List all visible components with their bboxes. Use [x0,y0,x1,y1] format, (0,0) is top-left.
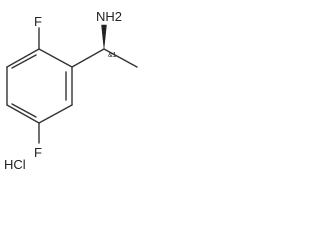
fluorine-top-label: F [34,14,42,29]
bond-to-methyl [103,48,138,68]
ring-double-bond-3 [11,54,37,69]
ring-double-bond-2 [11,103,37,118]
ring-bond-4 [6,104,40,124]
benzene-ring [6,48,73,124]
fluorine-bottom-label: F [34,145,42,160]
wedge-bond-to-amine [101,24,107,50]
ring-bond-6 [6,48,40,68]
structure-canvas: F F NH2 &1 HCl [0,0,146,173]
bond-ring-to-chiral-carbon [71,48,105,68]
salt-label: HCl [4,157,26,172]
chemical-structure: F F NH2 &1 HCl [4,9,138,172]
ring-bond-1 [38,48,73,68]
amine-label: NH2 [96,9,122,24]
stereo-label: &1 [108,52,117,59]
ring-bond-3 [38,104,73,124]
